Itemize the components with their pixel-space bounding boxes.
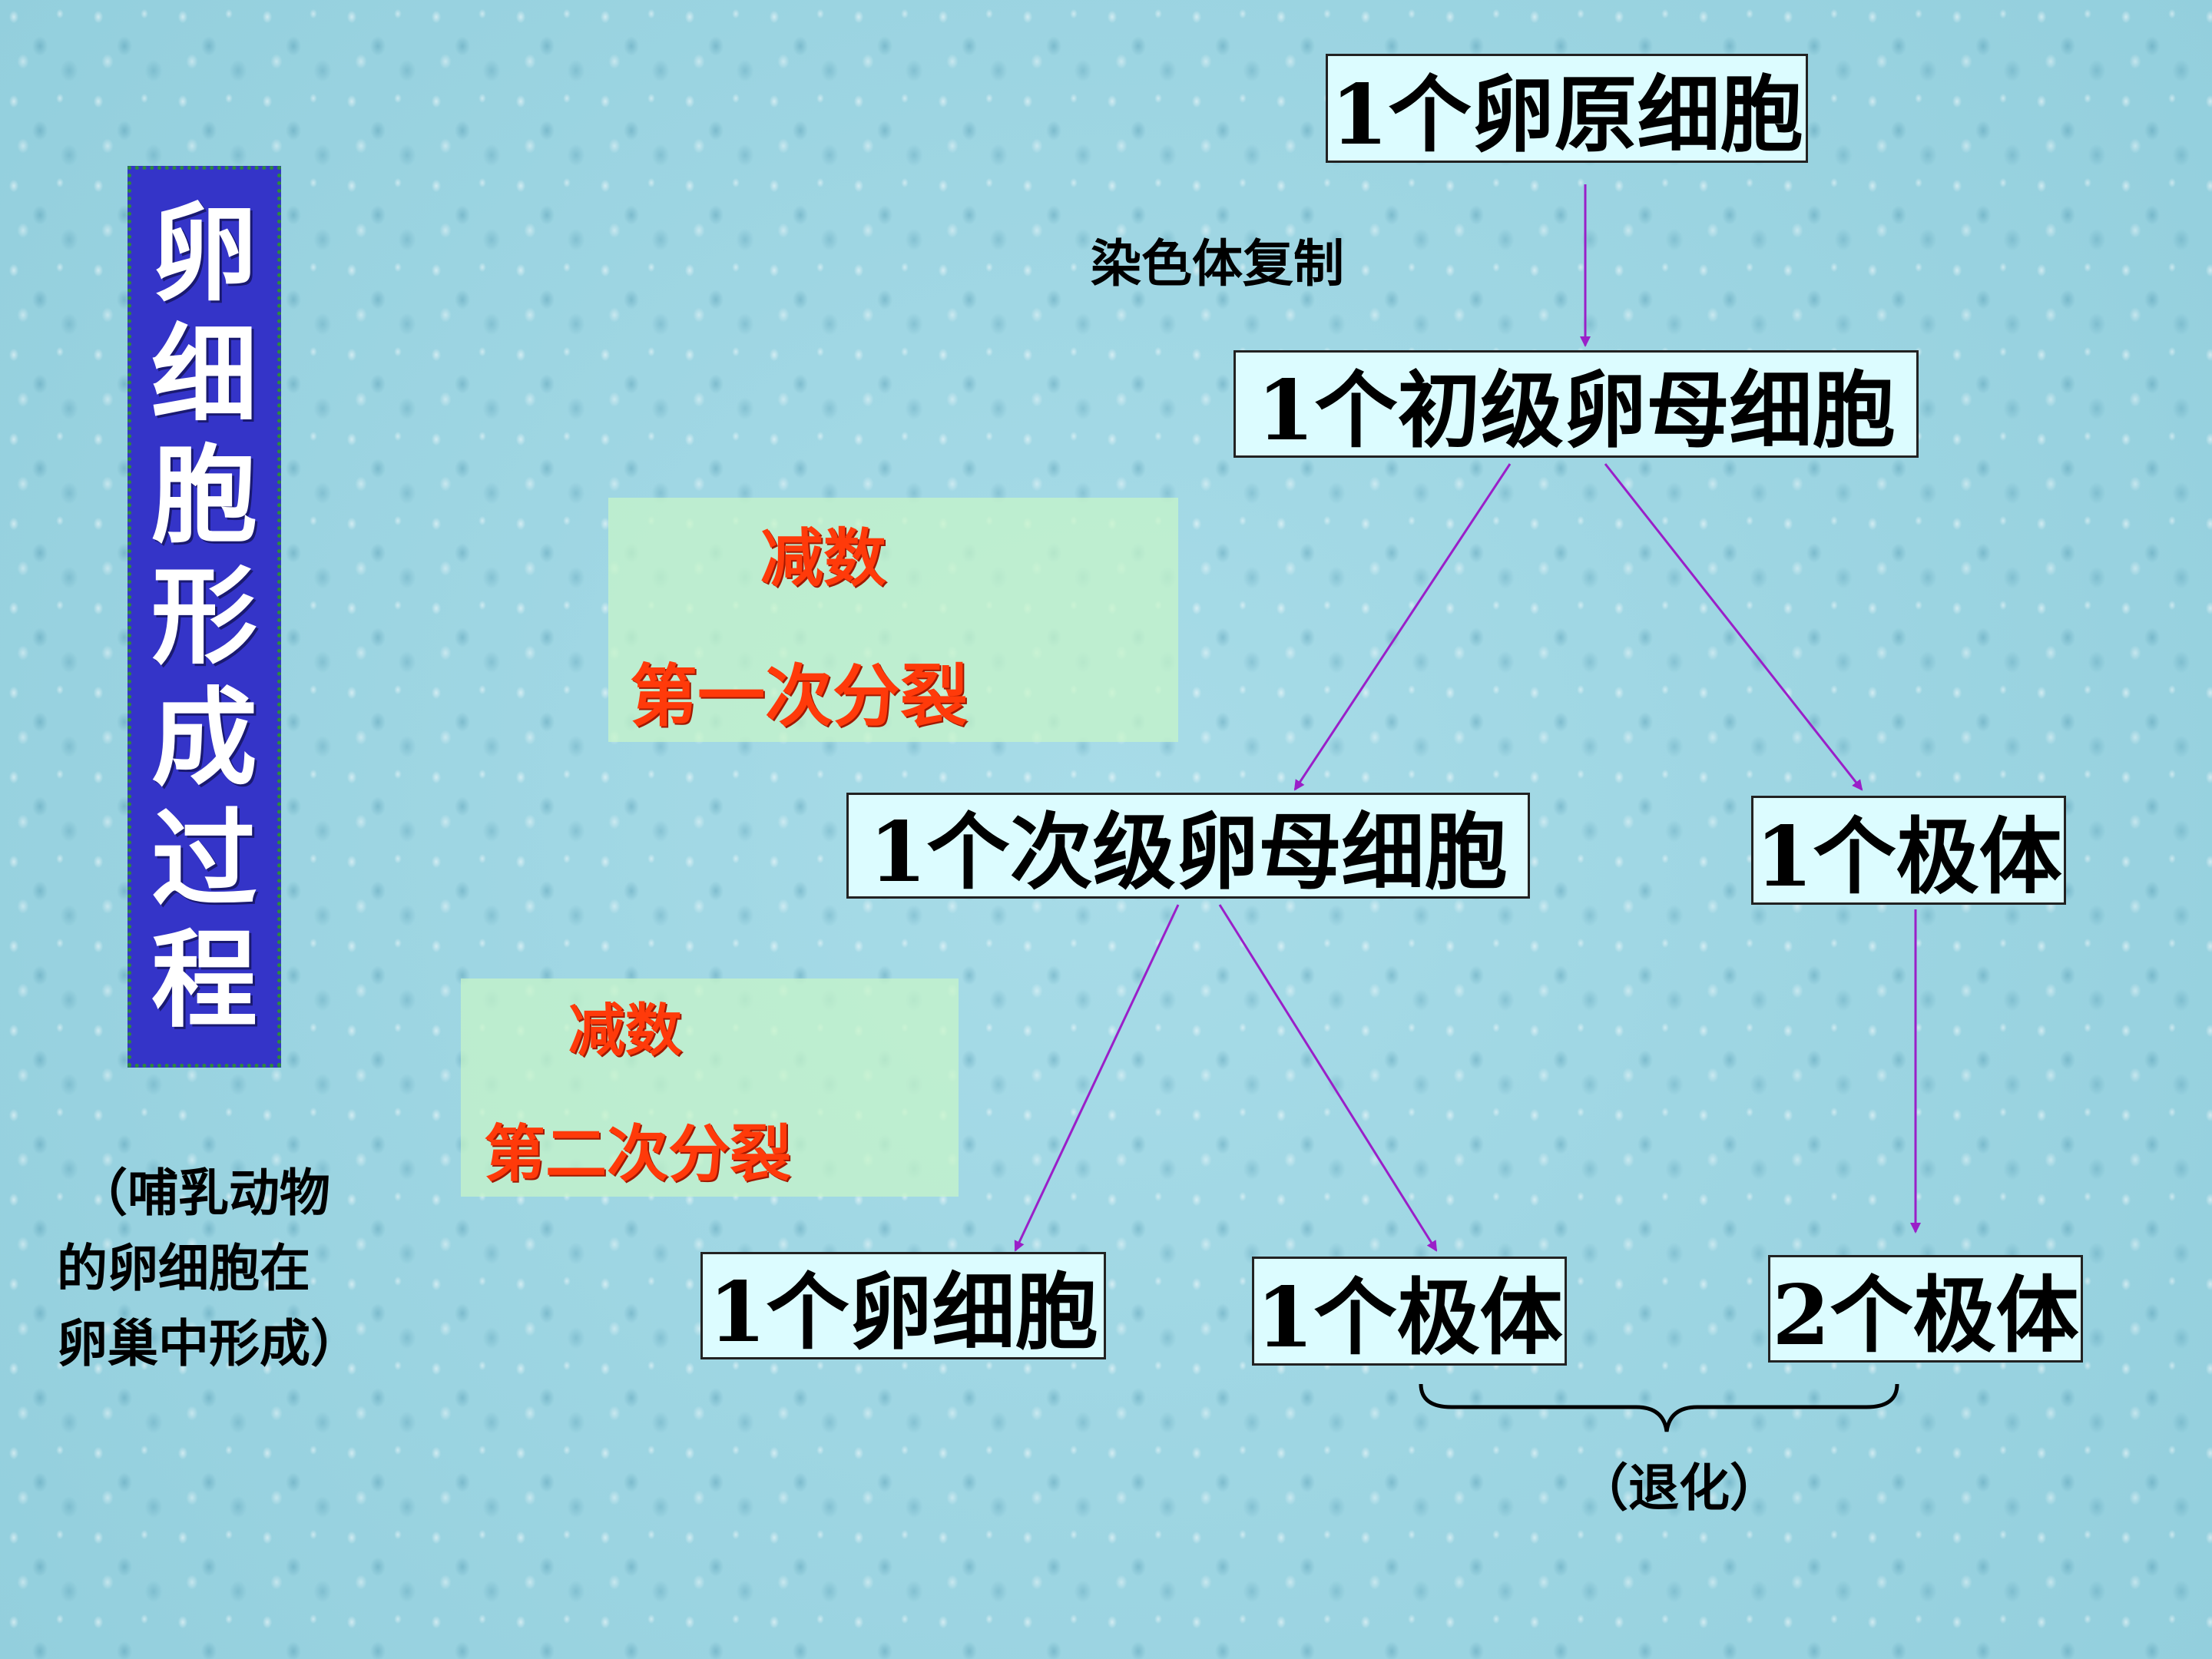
node-secondary-oocyte: 1个次级卵母细胞 (846, 793, 1530, 901)
degenerate-brace (1419, 1383, 1899, 1432)
meiosis2-line2: 第二次分裂 (484, 1118, 791, 1190)
note-line: 的卵细胞在 (57, 1239, 310, 1298)
arrow-to-egg (1014, 904, 1180, 1252)
title-char: 过 (151, 796, 257, 922)
title-char: 程 (151, 917, 257, 1043)
arrow-to-polar-body-1 (1604, 463, 1863, 791)
title-char: 细 (151, 311, 257, 437)
meiosis2-panel (461, 979, 959, 1197)
node-egg: 1个卵细胞 (700, 1252, 1106, 1361)
arrow-to-polar-body-a (1218, 904, 1438, 1252)
replication-label: 染色体复制 (1091, 234, 1344, 293)
degenerate-label: （退化） (1578, 1459, 1780, 1518)
title-char: 成 (151, 674, 257, 800)
meiosis2-line1: 减数 (568, 998, 682, 1064)
note-line: （哺乳动物 (77, 1164, 330, 1223)
node-primary-oocyte: 1个初级卵母细胞 (1233, 350, 1919, 459)
meiosis1-line1: 减数 (760, 522, 887, 595)
meiosis1-line2: 第一次分裂 (630, 656, 969, 736)
note-line: 卵巢中形成） (57, 1314, 361, 1373)
vertical-title: 卵 细 胞 形 成 过 程 (127, 166, 281, 1068)
title-char: 胞 (151, 432, 257, 558)
node-polar-body-b: 2个极体 (1768, 1255, 2083, 1364)
node-oogonium: 1个卵原细胞 (1326, 54, 1808, 164)
title-char: 卵 (151, 190, 257, 316)
title-char: 形 (151, 554, 257, 679)
node-polar-body-1: 1个极体 (1751, 796, 2066, 906)
node-polar-body-a: 1个极体 (1252, 1257, 1567, 1366)
arrow-to-secondary-oocyte (1293, 463, 1512, 791)
meiosis1-panel (608, 498, 1178, 742)
